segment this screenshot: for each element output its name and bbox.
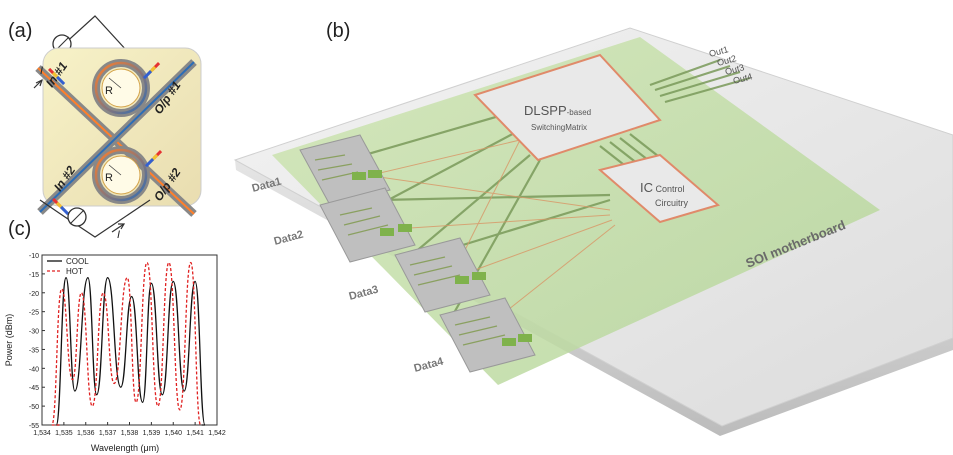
x-tick-label: 1,539 (143, 430, 161, 437)
out-label-1: Out1 (708, 44, 729, 59)
out-label-4: Out4 (732, 71, 753, 86)
out-label-3: Out3 (724, 62, 745, 77)
y-tick-label: -45 (29, 385, 39, 392)
y-ticks: -10 -15 -20 -25 -30 -35 -40 -45 -50 -55 (29, 253, 45, 430)
y-tick-label: -35 (29, 347, 39, 354)
data-chip-3 (394, 237, 491, 313)
legend-hot-label: HOT (66, 267, 83, 276)
switch-subtitle: SwitchingMatrix (531, 123, 587, 132)
ic-subtitle: Circuitry (655, 198, 688, 208)
y-tick-label: -50 (29, 404, 39, 411)
ic-title: IC Control (640, 180, 685, 195)
y-tick-label: -25 (29, 310, 39, 317)
data-chip-4 (439, 297, 536, 373)
y-tick-label: -20 (29, 291, 39, 298)
y-tick-label: -55 (29, 423, 39, 430)
x-tick-label: 1,542 (208, 430, 226, 437)
panel-a: R R In #1 In #2 O/p #1 O/p #2 I I (33, 15, 202, 241)
current-arrow-icon (35, 78, 44, 87)
x-tick-label: 1,540 (164, 430, 182, 437)
x-tick-label: 1,536 (77, 430, 95, 437)
data-chip-2 (319, 187, 416, 263)
y-tick-label: -10 (29, 253, 39, 260)
plot-area (41, 254, 218, 426)
y-tick-label: -30 (29, 329, 39, 336)
y-axis-label: Power (dBm) (4, 314, 14, 367)
rainbow-markers (47, 62, 163, 216)
x-tick-label: 1,535 (55, 430, 73, 437)
panel-b: DLSPP-based SwitchingMatrix IC Control C… (233, 27, 953, 436)
x-tick-label: 1,534 (33, 430, 51, 437)
x-tick-label: 1,537 (99, 430, 117, 437)
ring-label-top: R (105, 85, 113, 97)
x-tick-label: 1,538 (121, 430, 139, 437)
data-label-4: Data4 (413, 355, 446, 375)
series-lines (51, 261, 206, 426)
panel-label-c: (c) (8, 218, 32, 240)
ic-control-block (597, 153, 721, 224)
y-tick-label: -15 (29, 272, 39, 279)
switch-title: DLSPP-based (524, 103, 591, 118)
panel-label-b: (b) (326, 20, 351, 42)
series-line-hot (51, 261, 202, 426)
panel-label-a: (a) (8, 20, 33, 42)
switching-matrix-block (473, 53, 662, 162)
data-chips (299, 134, 536, 373)
y-tick-label: -40 (29, 366, 39, 373)
data-label-2: Data2 (273, 229, 305, 248)
legend: COOL HOT (47, 257, 89, 276)
data-chip-1 (299, 134, 391, 206)
legend-cool-label: COOL (66, 257, 89, 266)
ring-label-bottom: R (105, 172, 113, 184)
out-label-2: Out2 (716, 53, 737, 68)
data-label-3: Data3 (348, 284, 380, 303)
x-tick-label: 1,541 (186, 430, 204, 437)
current-label-bottom: I (117, 229, 120, 241)
current-label-top: I (40, 65, 43, 77)
x-axis-label: Wavelength (μm) (91, 443, 159, 453)
